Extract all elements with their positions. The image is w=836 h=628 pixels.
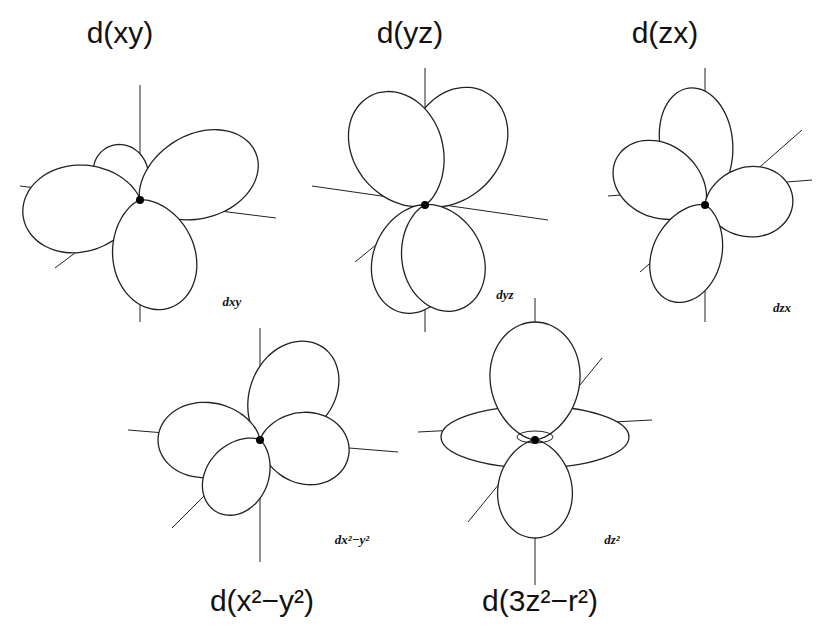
orbital-symbol: dyz xyxy=(494,288,515,302)
nucleus-dot xyxy=(531,436,539,444)
orbital-drawing xyxy=(312,68,548,332)
nucleus-dot xyxy=(136,196,144,204)
torus-hole xyxy=(517,431,553,443)
orbital-title: d(3z²−r²) xyxy=(482,584,598,617)
orbital-lobe xyxy=(498,440,573,538)
orbital-title: d(x²−y²) xyxy=(210,584,314,617)
orbital-lobe xyxy=(113,200,197,310)
orbital-drawing xyxy=(418,298,652,585)
orbital-lobe xyxy=(348,91,444,206)
orbital-lobe xyxy=(202,438,270,515)
orbital-lobe xyxy=(650,205,723,303)
orbital-title: d(xy) xyxy=(87,16,154,49)
orbital-drawing xyxy=(128,328,398,562)
orbital-symbol: dx²−y² xyxy=(333,533,371,547)
orbital-title: d(yz) xyxy=(377,16,444,49)
orbital-symbol: dz² xyxy=(602,533,621,547)
nucleus-dot xyxy=(256,436,264,444)
orbital-lobe xyxy=(260,412,349,484)
nucleus-dot xyxy=(701,201,709,209)
orbital-lobe xyxy=(402,205,486,312)
orbital-symbol: dzx xyxy=(771,301,793,315)
orbital-title: d(zx) xyxy=(632,16,699,49)
orbital-symbol: dxy xyxy=(221,295,244,309)
nucleus-dot xyxy=(421,201,429,209)
orbital-drawing xyxy=(20,85,276,322)
orbital-drawing xyxy=(608,68,812,322)
orbital-lobe xyxy=(490,322,580,440)
